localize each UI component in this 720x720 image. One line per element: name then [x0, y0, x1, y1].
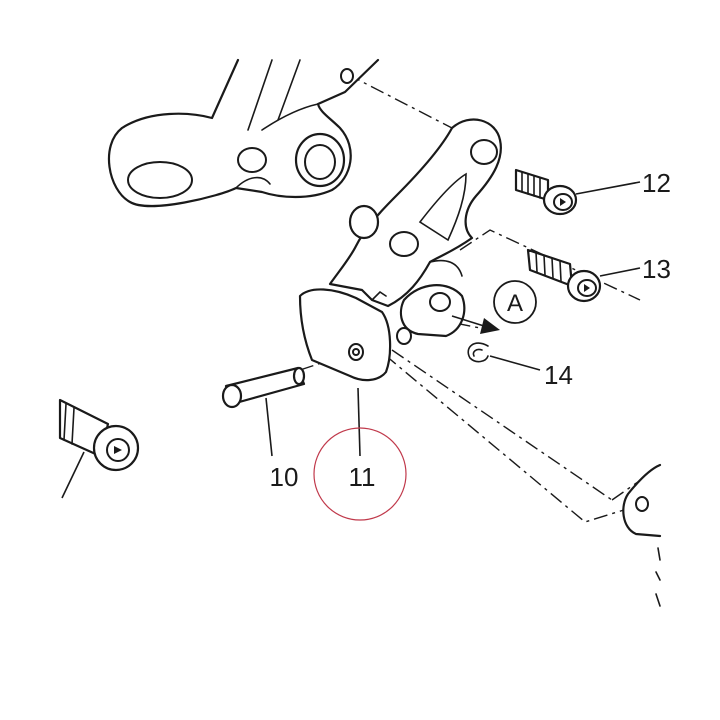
detail-a-label: A: [507, 290, 523, 317]
callout-13: 13: [642, 254, 671, 284]
detail-a-arrow: [451, 315, 500, 334]
callout-14: 14: [544, 360, 573, 390]
detail-a-circle: [493, 280, 537, 324]
highlight-circle: [313, 427, 407, 521]
left-edge-bolt: [58, 398, 140, 499]
hanger-bracket: [298, 118, 502, 382]
bolt-12: [514, 168, 578, 216]
bolt-13: [526, 248, 602, 303]
frame-bracket: [107, 58, 380, 208]
callout-10: 10: [270, 462, 299, 492]
callout-12: 12: [642, 168, 671, 198]
right-edge-part: [622, 463, 662, 607]
circlip-14: [467, 342, 489, 363]
callout-11: 11: [349, 462, 376, 492]
pivot-pin-10: [221, 366, 306, 409]
callout-leaders: [265, 181, 641, 457]
